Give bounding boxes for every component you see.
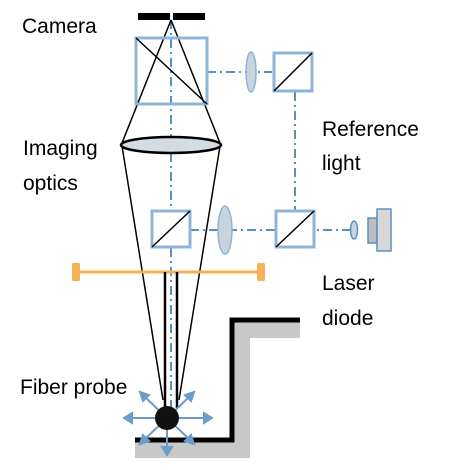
camera-sensor [138,13,205,20]
arrow-up-left-head [138,390,151,403]
laser-beamsplitter-diagonal [275,210,315,248]
reference-mirror-diagonal [273,52,313,92]
wall-edge [135,317,300,443]
reference-mirror-body [272,51,314,93]
label-laser-diode-line2: diode [322,307,373,330]
laser-lens-mid [217,205,233,255]
reference-lens-top [245,51,257,93]
label-laser-diode-line1: Laser [322,272,375,295]
top-beamsplitter [134,36,209,106]
arrow-left-head [122,411,133,425]
cone-upper-left [121,19,172,144]
label-camera: Camera [22,15,97,38]
label-reference-light-line2: light [322,152,361,175]
camera-sensor-right [173,13,205,20]
top-beamsplitter-diagonal [135,37,208,105]
wall-grey-body [135,320,300,458]
fiber-probe-shaft [163,272,179,408]
laser-diode [367,208,392,252]
arrow-down-right-head [183,433,196,446]
collimating-lens-small [349,220,359,240]
probe-mount [72,263,265,281]
label-fiber-probe: Fiber probe [20,376,127,399]
label-imaging-optics-line1: Imaging [23,137,98,160]
cone-upper-right [170,19,221,144]
arrow-down-head [160,446,174,457]
top-beamsplitter-body [134,36,209,106]
probe-beamsplitter [150,209,192,249]
laser-beamsplitter [274,209,316,249]
reference-mirror-cube [272,51,314,93]
label-reference-light-line1: Reference [322,118,419,141]
arrow-right-head [203,411,214,425]
camera-sensor-left [138,13,170,20]
label-imaging-optics-line2: optics [23,172,78,195]
specimen-wall [135,317,300,458]
arrow-up-right-head [183,390,196,403]
probe-beamsplitter-diagonal [151,210,191,248]
arrow-down-left-head [138,433,151,446]
imaging-optics-lens [119,135,223,155]
probe-mount-left-cap [72,263,80,281]
laser-diode-body [376,208,392,252]
probe-mount-right-cap [257,263,265,281]
fiber-probe-tip [155,406,179,430]
laser-diode-front [367,217,378,244]
beam-paths [170,20,350,420]
